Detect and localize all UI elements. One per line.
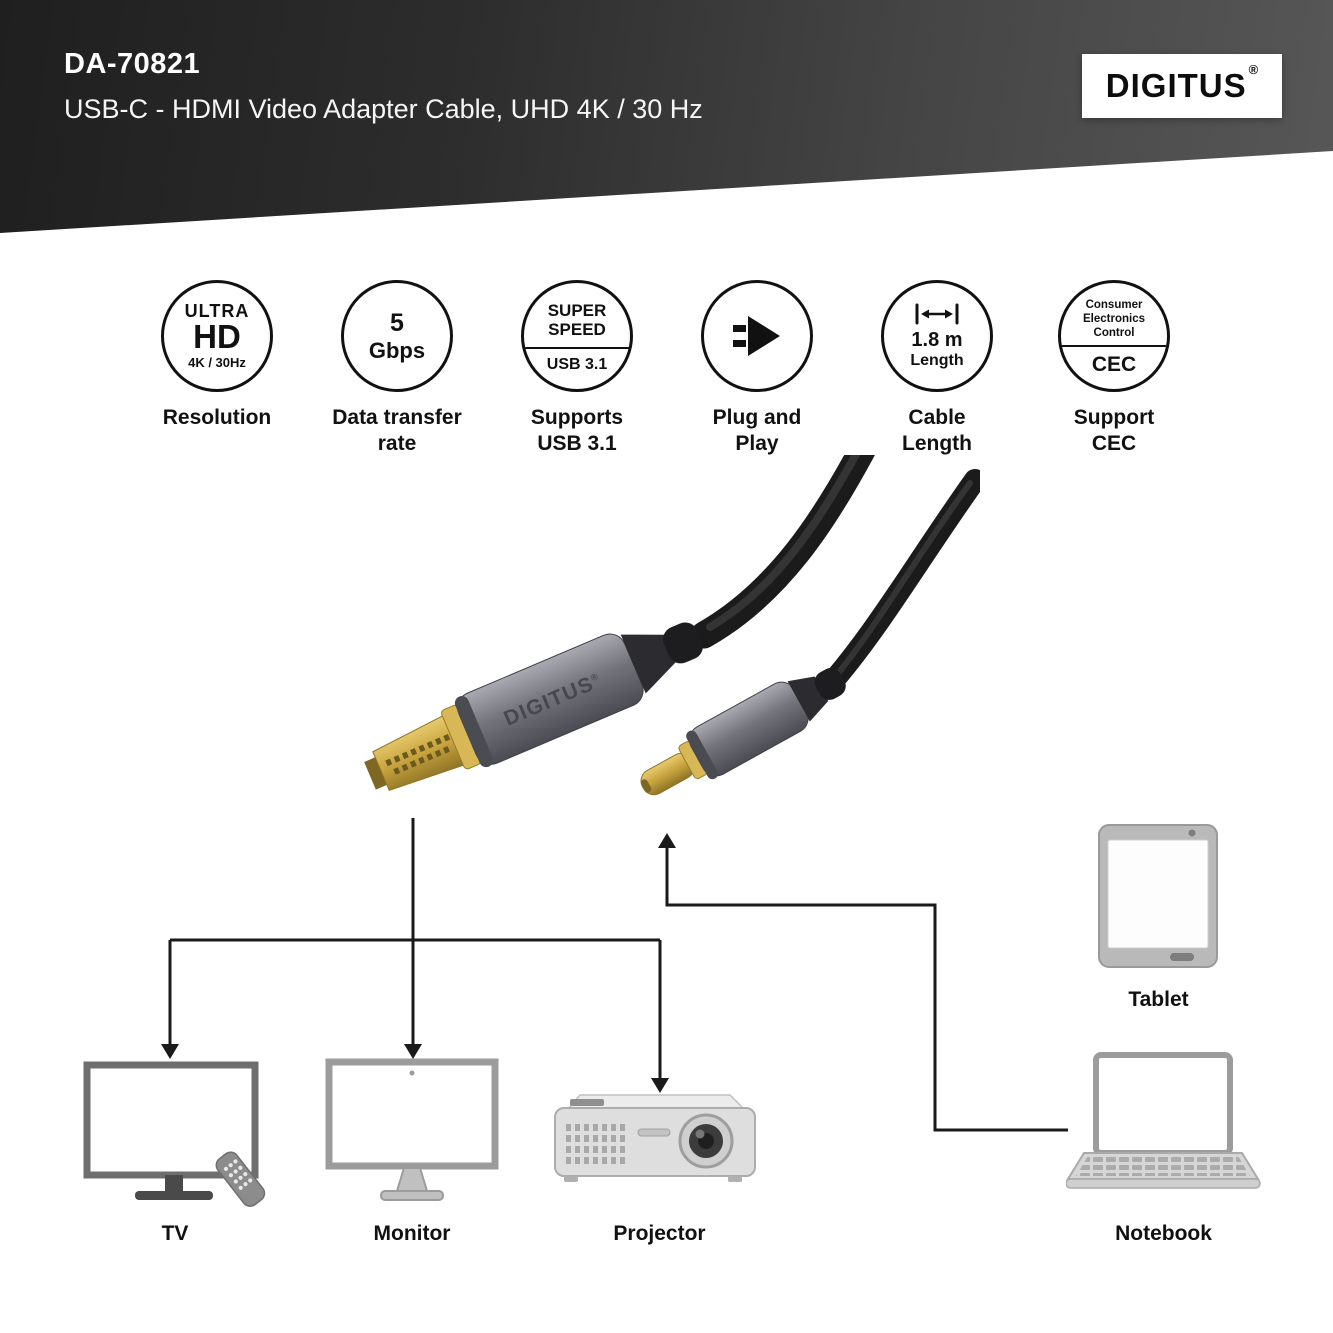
projector-vents — [566, 1124, 625, 1164]
5-text: 5 — [390, 308, 404, 337]
tv-device — [80, 1060, 270, 1215]
plug-and-play-badge — [701, 280, 813, 392]
hd-text: HD — [193, 318, 241, 355]
hdmi-plug-tip — [364, 756, 389, 790]
notebook-keyboard — [1076, 1156, 1250, 1176]
digitus-logo: DIGITUS ® — [1082, 54, 1282, 118]
tv-label: TV — [161, 1222, 189, 1245]
label-line2: rate — [377, 432, 417, 456]
length-word: Length — [910, 351, 964, 369]
feature-label-cec: Support CEC — [1019, 405, 1209, 458]
cable-usbc-side — [817, 469, 980, 698]
label-line1: Cable — [908, 406, 966, 429]
label-line1: Data transfer — [332, 406, 462, 429]
label-line2: Play — [735, 432, 779, 456]
usbc-strain-relief — [814, 667, 846, 700]
resolution-badge-icon: ULTRA HD 4K / 30Hz — [161, 280, 273, 392]
hdmi-housing-ring — [454, 696, 494, 768]
control-text: Control — [1093, 327, 1135, 339]
gbps-text: Gbps — [368, 337, 426, 363]
cable-length-badge: 1.8 m Length — [881, 280, 993, 392]
hdmi-connector: DIGITUS® — [364, 622, 703, 792]
header-band: DA-70821 USB-C - HDMI Video Adapter Cabl… — [0, 0, 1333, 233]
tablet-device — [1096, 822, 1221, 977]
label-line2: Length — [902, 432, 972, 456]
arrow-to-tv-icon — [161, 1044, 179, 1059]
super-text: SUPER — [547, 301, 607, 320]
tablet-home-button — [1170, 953, 1194, 961]
badge-divider — [1061, 345, 1167, 347]
feature-usb31: SUPER SPEED USB 3.1 Supports USB 3.1 — [482, 280, 672, 458]
monitor-icon — [325, 1058, 499, 1201]
line-from-sources — [665, 846, 1068, 1132]
feature-resolution: ULTRA HD 4K / 30Hz Resolution — [122, 280, 312, 431]
projector-icon — [554, 1094, 756, 1182]
label-line1: Supports — [530, 406, 624, 429]
feature-label-cable-length: Cable Length — [842, 405, 1032, 458]
label-line2: USB 3.1 — [537, 432, 617, 456]
usb31-badge-icon: SUPER SPEED USB 3.1 — [521, 280, 633, 392]
hdmi-strain-relief — [663, 622, 703, 664]
label-line1: Resolution — [162, 406, 272, 429]
remote-control-icon — [215, 1151, 266, 1207]
consumer-text: Consumer — [1085, 299, 1143, 311]
feature-cec: Consumer Electronics Control CEC Support… — [1019, 280, 1209, 458]
model-number: DA-70821 — [64, 48, 201, 80]
feature-label-plug-play: Plug and Play — [662, 405, 852, 458]
feature-plug-and-play: Plug and Play — [662, 280, 852, 458]
webcam-dot-icon — [409, 1070, 415, 1076]
notebook-label: Notebook — [1115, 1222, 1212, 1245]
cable-length-arrow-icon — [915, 303, 959, 324]
feature-label-usb31: Supports USB 3.1 — [482, 405, 672, 458]
tv-icon — [83, 1061, 266, 1207]
label-line1: Support — [1073, 406, 1155, 429]
ultra-text: ULTRA — [184, 301, 250, 321]
cable-hdmi-side — [690, 455, 875, 649]
plug-and-play-icon — [733, 316, 780, 356]
projector-label: Projector — [613, 1222, 706, 1245]
speed-text: SPEED — [548, 320, 606, 339]
monitor-label: Monitor — [373, 1222, 451, 1245]
feature-cable-length: 1.8 m Length Cable Length — [842, 280, 1032, 458]
monitor-device — [322, 1058, 502, 1213]
length-value: 1.8 m — [911, 328, 963, 351]
arrow-to-monitor-icon — [404, 1044, 422, 1059]
label-line1: Plug and — [712, 406, 802, 429]
tablet-icon — [1098, 824, 1218, 968]
notebook-icon — [1065, 1052, 1261, 1189]
product-title: USB-C - HDMI Video Adapter Cable, UHD 4K… — [64, 94, 703, 124]
hdmi-pins — [385, 734, 451, 775]
tablet-camera-icon — [1188, 829, 1196, 837]
usbc-plug-tip — [640, 779, 652, 793]
feature-transfer-rate: 5 Gbps Data transfer rate — [302, 280, 492, 458]
product-photo: DIGITUS® — [364, 455, 980, 796]
tablet-label: Tablet — [1128, 988, 1189, 1011]
label-line2: CEC — [1091, 432, 1137, 456]
transfer-rate-badge-icon: 5 Gbps — [341, 280, 453, 392]
usb-c-connector — [640, 667, 846, 796]
notebook-device — [1065, 1052, 1261, 1207]
cec-badge-icon: Consumer Electronics Control CEC — [1058, 280, 1170, 392]
badge-divider — [524, 347, 630, 349]
feature-label-resolution: Resolution — [122, 405, 312, 431]
cec-text: CEC — [1091, 353, 1137, 376]
usbc-housing-ring — [686, 730, 718, 780]
usb31-text: USB 3.1 — [546, 356, 608, 373]
digitus-logo-text: DIGITUS — [1105, 67, 1247, 104]
projector-device — [552, 1090, 767, 1200]
hdmi-rear-cone — [620, 634, 678, 694]
4k30hz-text: 4K / 30Hz — [188, 355, 246, 370]
registered-mark: ® — [1248, 62, 1259, 77]
feature-label-transfer: Data transfer rate — [302, 405, 492, 458]
electronics-text: Electronics — [1083, 313, 1145, 325]
